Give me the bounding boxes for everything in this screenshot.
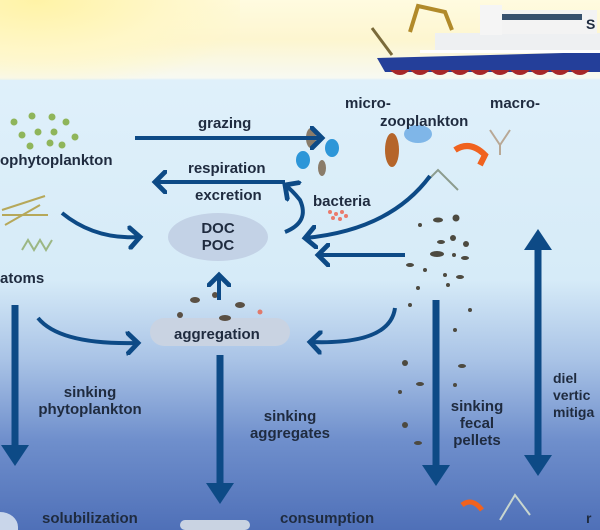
aggregation-label: aggregation	[174, 326, 260, 343]
zooplankton-label: zooplankton	[380, 113, 469, 130]
sinking-phyto-label-2: phytoplankton	[38, 401, 142, 418]
diel-label-3: mitiga	[553, 404, 595, 420]
pellet-to-aggregation-arrow	[310, 307, 397, 342]
deep-aggregate	[180, 520, 250, 530]
research-ship	[370, 3, 600, 75]
sinking-aggregates-label-1: sinking	[263, 408, 317, 425]
diatoms-label: atoms	[0, 270, 45, 287]
phyto-to-doc-arrow	[60, 211, 140, 237]
sinking-phyto-label-1: sinking	[63, 384, 117, 401]
sinking-fecal-label-1: sinking	[450, 398, 504, 415]
deep-shrimp	[460, 499, 484, 512]
consumption-label: consumption	[280, 510, 375, 527]
bacteria-label: bacteria	[313, 193, 371, 210]
phyto-to-aggregation-arrow	[36, 316, 138, 343]
ship-label-fragment: S	[586, 16, 596, 32]
diel-label-1: diel	[553, 370, 578, 386]
doc-label: DOC	[201, 220, 235, 237]
right-label-fragment: r	[586, 510, 592, 526]
flow-arrows	[36, 138, 432, 343]
fecal-pellets	[398, 214, 472, 445]
bacteria-cluster	[328, 210, 348, 221]
sun-glow	[0, 0, 240, 80]
poc-label: POC	[201, 237, 235, 254]
aggregation-blob	[150, 318, 290, 346]
respiration-label: respiration	[188, 160, 266, 177]
aggregate-particles	[177, 292, 263, 321]
phytoplankton-label: ophytoplankton	[0, 152, 113, 169]
diel-label-2: vertic	[553, 387, 591, 403]
grazing-label: grazing	[198, 115, 252, 132]
excretion-label: excretion	[195, 187, 262, 204]
diatom-shapes	[1, 195, 53, 252]
solubilization-label: solubilization	[42, 510, 138, 527]
doc-poc-ellipse	[168, 213, 268, 261]
zoo-to-doc-arrow	[305, 174, 432, 238]
macro-label: macro-	[490, 95, 541, 112]
sinking-aggregates-label-2: aggregates	[249, 425, 331, 442]
deep-copepod	[499, 493, 531, 521]
sinking-fecal-label-2: fecal	[459, 415, 495, 432]
phytoplankton-dots	[10, 112, 79, 150]
micro-label: micro-	[345, 95, 391, 112]
deep-blob-left	[0, 512, 18, 530]
doc-to-excretion-arrow	[285, 185, 305, 234]
sinking-fecal-label-3: pellets	[453, 432, 501, 449]
zooplankton-organisms	[296, 125, 511, 191]
